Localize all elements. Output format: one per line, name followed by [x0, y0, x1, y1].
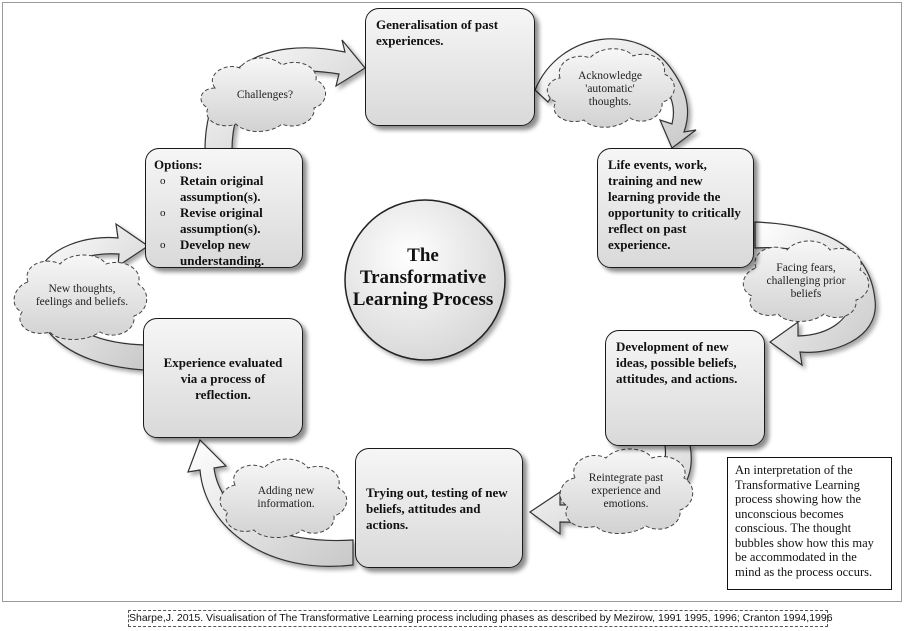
bubble-new-thoughts-text: New thoughts, feelings and beliefs.	[35, 283, 129, 308]
box-experience-evaluated-text: Experience evaluated via a process of re…	[163, 355, 283, 402]
interpretation-note: An interpretation of the Transformative …	[727, 457, 892, 590]
box-life-events: Life events, work, training and new lear…	[597, 148, 754, 268]
options-bullet: o	[160, 239, 166, 251]
box-experience-evaluated: Experience evaluated via a process of re…	[143, 318, 303, 438]
box-trying-out-text: Trying out, testing of new beliefs, atti…	[366, 485, 508, 532]
bubble-new-thoughts	[13, 254, 148, 340]
box-generalisation-text: Generalisation of past experiences.	[376, 17, 499, 48]
box-trying-out: Trying out, testing of new beliefs, atti…	[355, 448, 523, 568]
box-life-events-text: Life events, work, training and new lear…	[608, 157, 741, 252]
box-development-text: Development of new ideas, possible belie…	[616, 339, 738, 386]
bubble-reintegrate	[559, 448, 694, 534]
diagram-frame	[2, 2, 902, 602]
bubble-adding-info-text: Adding new information.	[257, 485, 315, 510]
figure-caption: Sharpe,J. 2015. Visualisation of The Tra…	[128, 610, 833, 627]
options-bullet: o	[160, 175, 166, 187]
box-development: Development of new ideas, possible belie…	[605, 330, 765, 446]
center-title: The Transformative Learning Process	[352, 245, 494, 310]
bubble-challenges	[200, 57, 326, 132]
options-heading: Options:	[154, 157, 203, 172]
bubble-acknowledge-text: Acknowledge 'automatic' thoughts.	[578, 70, 642, 108]
box-generalisation: Generalisation of past experiences.	[365, 8, 535, 126]
options-bullet: o	[160, 207, 166, 219]
center-circle	[344, 199, 506, 361]
bubble-facing-fears	[742, 240, 870, 322]
bubble-facing-fears-text: Facing fears, challenging prior beliefs	[766, 262, 846, 300]
bubble-challenges-text: Challenges?	[236, 89, 294, 101]
bubble-reintegrate-text: Reintegrate past experience and emotions…	[588, 472, 664, 510]
bubble-adding-info	[219, 458, 348, 538]
bubble-acknowledge	[546, 48, 675, 128]
